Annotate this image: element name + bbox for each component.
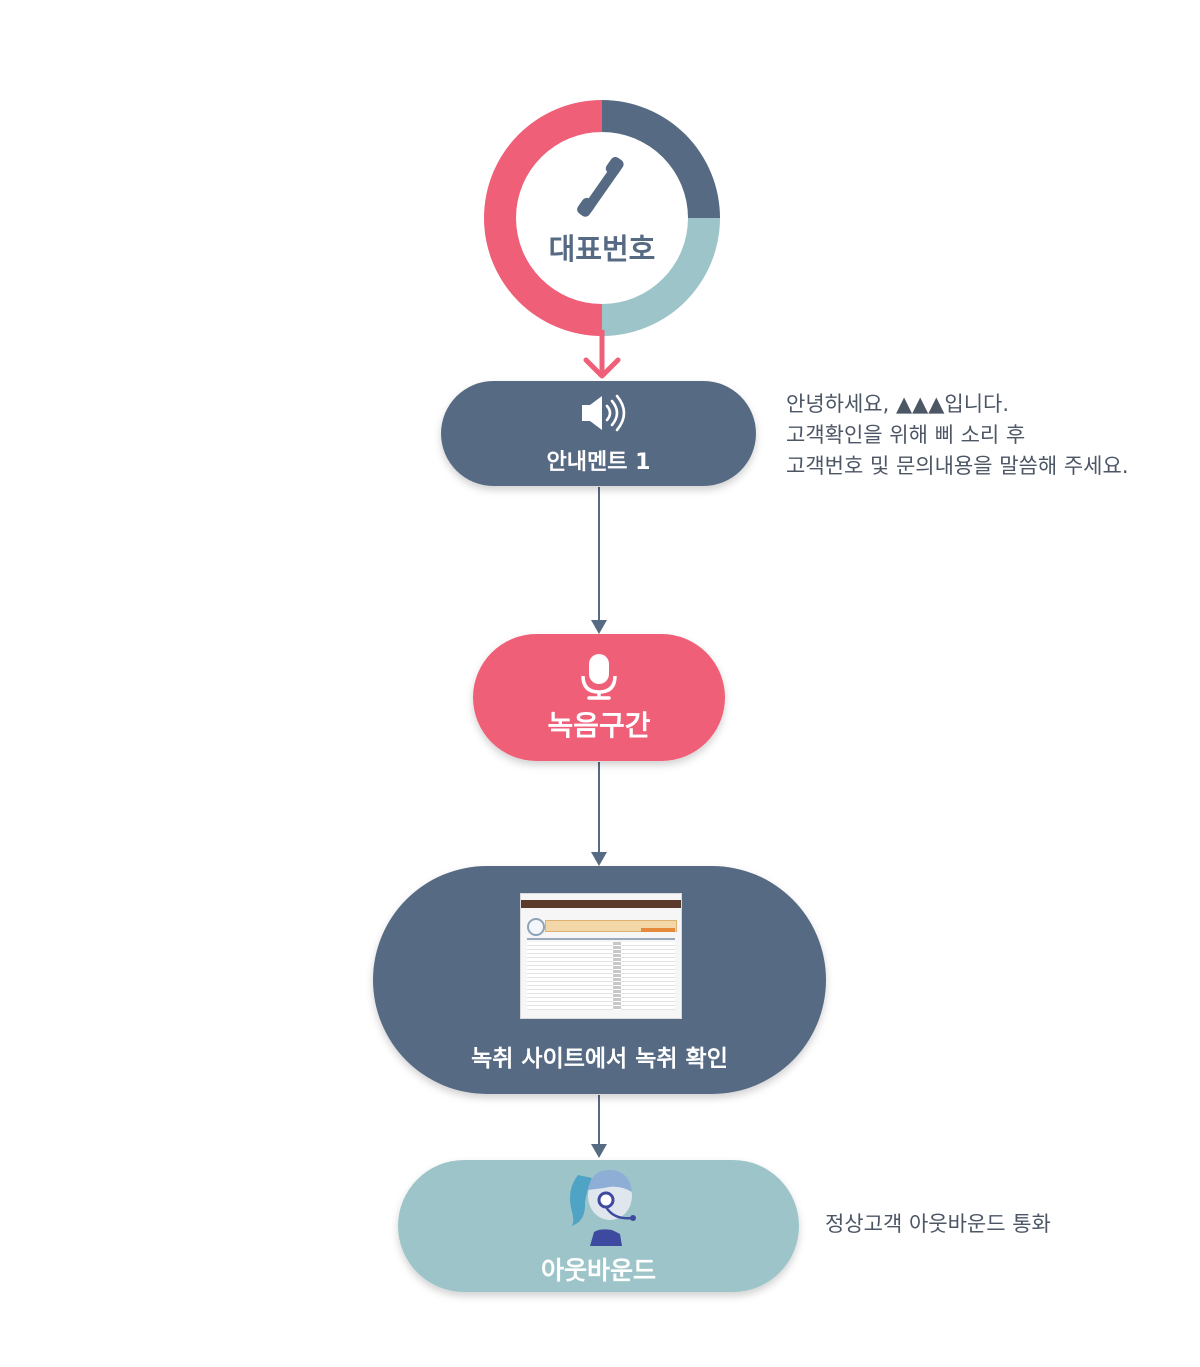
- check-label: 녹취 사이트에서 녹취 확인: [471, 1046, 728, 1072]
- announcement-label: 안내멘트 1: [546, 450, 651, 475]
- start-arrow: [583, 330, 621, 379]
- site-screenshot-thumbnail: [520, 893, 682, 1019]
- announcement-note-line-1: 안녕하세요, ▲▲▲입니다.: [786, 392, 1010, 416]
- outbound-pill: [398, 1160, 799, 1292]
- headset-agent-icon: [570, 1169, 636, 1246]
- speaker-icon: [582, 394, 626, 432]
- connector-2: [591, 762, 607, 866]
- outbound-label: 아웃바운드: [540, 1256, 656, 1285]
- announcement-note-line-2: 고객확인을 위해 삐 소리 후: [786, 423, 1026, 447]
- recording-label: 녹음구간: [547, 709, 651, 742]
- connector-3: [591, 1095, 607, 1158]
- connector-1: [591, 487, 607, 634]
- start-ring: [484, 100, 720, 336]
- phone-icon: [577, 156, 624, 217]
- announcement-note: 안녕하세요, ▲▲▲입니다. 고객확인을 위해 삐 소리 후 고객번호 및 문의…: [786, 389, 1129, 482]
- start-label: 대표번호: [548, 232, 656, 266]
- announcement-pill: [441, 381, 756, 486]
- announcement-note-line-3: 고객번호 및 문의내용을 말씀해 주세요.: [786, 454, 1129, 478]
- microphone-icon: [581, 654, 617, 700]
- outbound-note: 정상고객 아웃바운드 통화: [825, 1212, 1051, 1236]
